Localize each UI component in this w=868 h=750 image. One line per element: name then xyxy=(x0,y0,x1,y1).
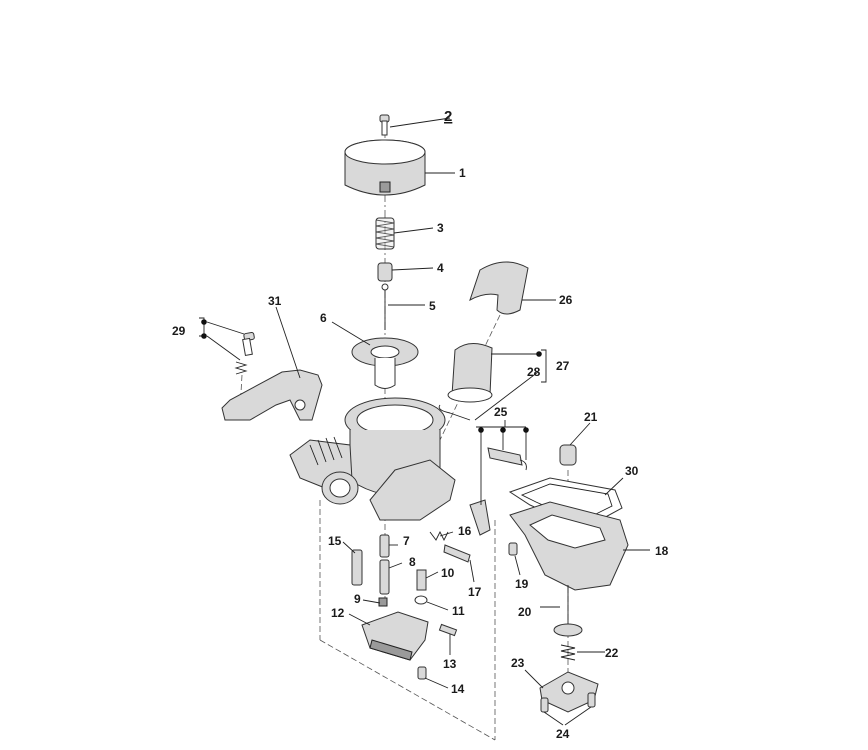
callout-29: 29 xyxy=(172,324,186,338)
part-12-floats xyxy=(361,611,429,661)
callout-6: 6 xyxy=(320,311,327,325)
part-3-spring xyxy=(375,217,395,250)
jets-parts xyxy=(351,534,428,607)
part-18-float-bowl xyxy=(509,501,629,591)
callout-13: 13 xyxy=(443,657,457,671)
callout-3: 3 xyxy=(437,221,444,235)
callout-16: 16 xyxy=(458,524,472,538)
carburetor-body xyxy=(289,397,456,521)
part-2-screw xyxy=(379,114,390,136)
callout-5: 5 xyxy=(429,299,436,313)
callout-19: 19 xyxy=(515,577,529,591)
callout-24: 24 xyxy=(556,727,570,741)
callout-2: 2 xyxy=(444,108,452,125)
callout-7: 7 xyxy=(403,534,410,548)
part-16-17-screw-spring xyxy=(429,530,471,563)
part-4-retainer xyxy=(377,262,393,282)
callout-4: 4 xyxy=(437,261,444,275)
part-5-needle xyxy=(381,283,389,330)
part-20-plunger xyxy=(553,585,583,637)
part-31-bracket xyxy=(221,369,323,421)
callout-23: 23 xyxy=(511,656,525,670)
callout-12: 12 xyxy=(331,606,345,620)
part-19-screw xyxy=(508,542,518,556)
part-25-hoses xyxy=(469,447,527,536)
callout-28: 28 xyxy=(527,365,541,379)
part-24-screws xyxy=(540,692,596,713)
callout-21: 21 xyxy=(584,410,598,424)
part-6-diaphragm xyxy=(351,337,419,389)
part-13-14-pin-screw xyxy=(417,623,458,680)
callout-9: 9 xyxy=(354,592,361,606)
leader-lines xyxy=(199,117,650,726)
callout-8: 8 xyxy=(409,555,416,569)
callout-labels: 2 1 3 4 5 6 26 27 28 29 31 25 21 30 18 1… xyxy=(172,108,669,741)
callout-30: 30 xyxy=(625,464,639,478)
callout-15: 15 xyxy=(328,534,342,548)
part-27-28-sleeve xyxy=(438,343,493,421)
part-22-spring xyxy=(560,644,576,661)
callout-20: 20 xyxy=(518,605,532,619)
callout-11: 11 xyxy=(452,604,465,618)
callout-1: 1 xyxy=(459,166,466,180)
part-1-top-cover xyxy=(344,139,426,196)
callout-27: 27 xyxy=(556,359,570,373)
callout-26: 26 xyxy=(559,293,573,307)
callout-25: 25 xyxy=(494,405,508,419)
part-26-cap xyxy=(469,261,529,315)
bullet-dots xyxy=(201,319,542,433)
part-21-spring xyxy=(559,444,577,466)
callout-14: 14 xyxy=(451,682,465,696)
callout-22: 22 xyxy=(605,646,619,660)
callout-31: 31 xyxy=(268,294,282,308)
part-29-screw-spring xyxy=(234,331,255,375)
callout-18: 18 xyxy=(655,544,669,558)
callout-17: 17 xyxy=(468,585,482,599)
callout-10: 10 xyxy=(441,566,455,580)
